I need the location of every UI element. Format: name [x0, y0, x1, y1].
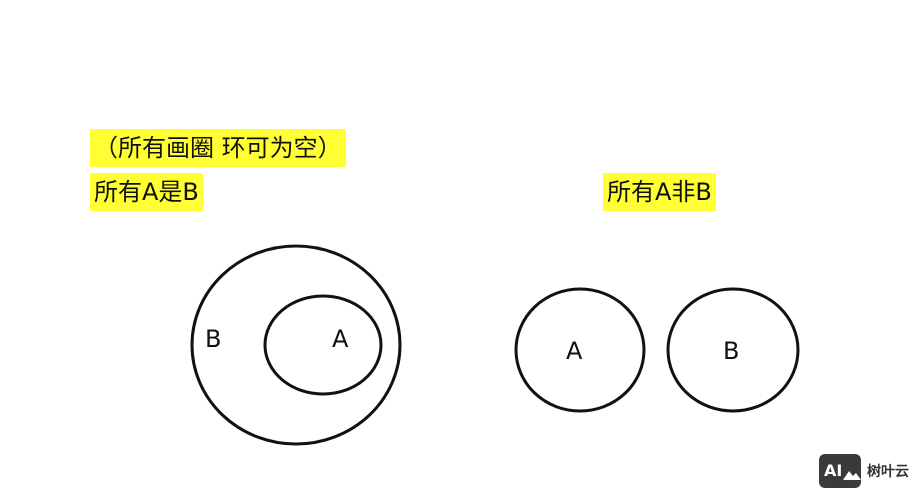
right-title: 所有A非B: [603, 173, 716, 211]
circle-b: [666, 287, 800, 413]
watermark-text: 树叶云: [867, 464, 909, 480]
inner-circle-a: [263, 294, 383, 396]
circle-a: [514, 287, 646, 413]
watermark-logo: AI 树叶云: [819, 452, 909, 490]
circle-b-label: B: [723, 337, 739, 365]
left-title: 所有A是B: [90, 173, 203, 211]
outer-label-b: B: [205, 325, 221, 353]
outer-circle-b: [190, 244, 402, 446]
note-label: （所有画圈 环可为空）: [90, 129, 346, 167]
inner-label-a: A: [332, 325, 349, 353]
circle-a-label: A: [566, 337, 583, 365]
left-diagram: B A: [190, 244, 402, 446]
right-diagram: A B: [514, 287, 800, 413]
ai-logo-icon: AI: [819, 454, 861, 488]
svg-text:AI: AI: [824, 461, 842, 480]
